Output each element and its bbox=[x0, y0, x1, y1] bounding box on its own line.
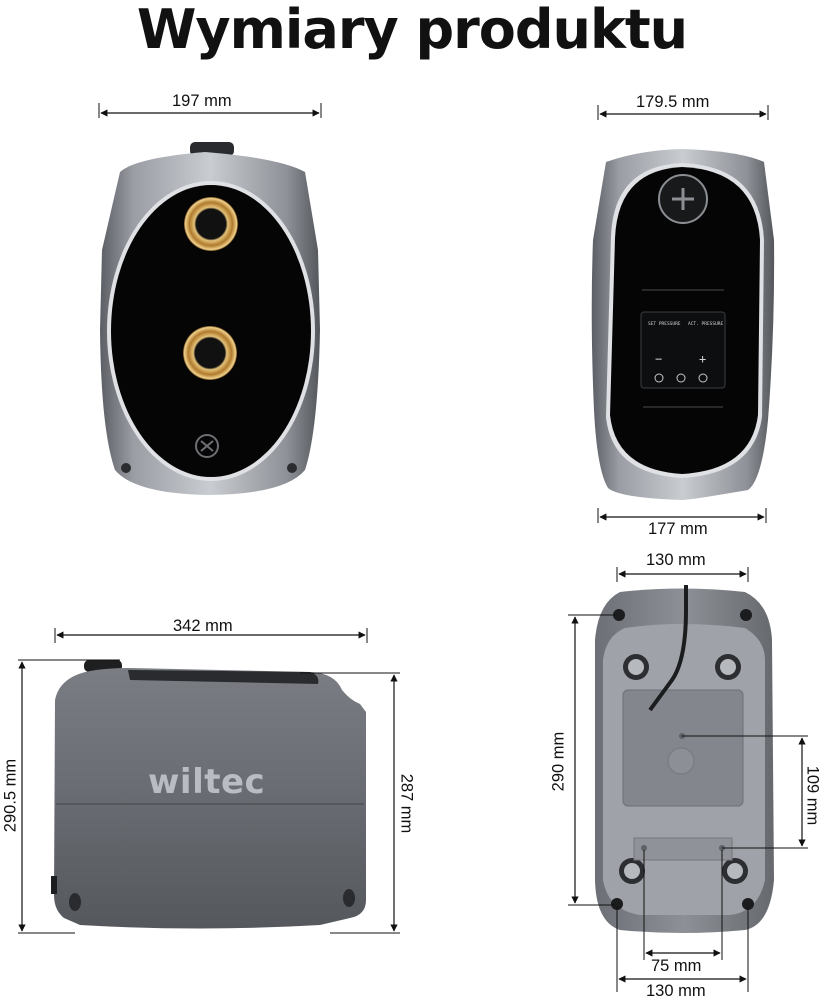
dim-front-width: 197 mm bbox=[172, 92, 232, 110]
dim-side-length: 342 mm bbox=[173, 617, 233, 635]
panel-minus: − bbox=[655, 352, 663, 366]
dim-base-inner-height: 109 mm bbox=[803, 765, 822, 826]
dim-base-bottom-width: 130 mm bbox=[646, 982, 706, 1000]
page-title: Wymiary produktu bbox=[136, 0, 688, 61]
panel-left-label: SET PRESSURE bbox=[648, 322, 681, 327]
dim-base-inner-width: 75 mm bbox=[651, 957, 702, 975]
front-view bbox=[100, 142, 320, 495]
base-view bbox=[595, 585, 774, 933]
dim-side-height-right: 287 mm bbox=[397, 773, 416, 834]
panel-plus: + bbox=[699, 352, 707, 366]
dim-side-height-left: 290.5 mm bbox=[1, 758, 20, 833]
side-view bbox=[51, 660, 366, 929]
dim-base-top-width: 130 mm bbox=[646, 551, 706, 569]
dim-back-top-width: 179.5 mm bbox=[636, 93, 710, 111]
back-view bbox=[591, 149, 775, 500]
dim-base-height: 290 mm bbox=[549, 731, 568, 792]
dim-back-bottom-width: 177 mm bbox=[648, 520, 708, 538]
panel-right-label: ACT. PRESSURE bbox=[688, 322, 724, 327]
brand-logo-text: wiltec bbox=[148, 762, 266, 802]
